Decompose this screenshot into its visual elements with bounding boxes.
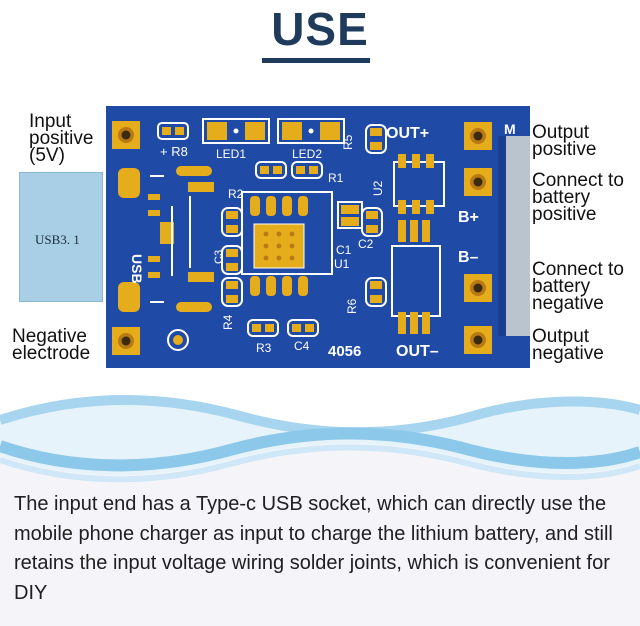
silk-out-minus: OUT– <box>396 343 439 360</box>
chip-mosfet <box>391 220 441 334</box>
silk-r8: + R8 <box>160 144 188 159</box>
label-output-negative: Output negative <box>532 326 604 364</box>
silk-model: 4056 <box>328 343 361 360</box>
pad-output-negative <box>464 326 492 354</box>
pcb-board: + R8 LED1 LED2 R5 OUT+ M R2 R1 U2 B+ B– … <box>106 106 530 373</box>
silk-m: M <box>504 121 516 137</box>
silk-out-plus: OUT+ <box>386 125 429 142</box>
chip-u1 <box>241 191 333 296</box>
description-caption: The input end has a Type-c USB socket, w… <box>14 493 613 604</box>
smd-r1 <box>291 161 323 179</box>
pcb-edge-strip <box>504 136 530 336</box>
pad-battery-positive <box>464 168 492 196</box>
silk-c1: C1 <box>336 243 352 257</box>
silk-r3: R3 <box>256 341 272 355</box>
label-output-positive: Output positive <box>532 122 597 160</box>
pad-negative-electrode <box>112 327 140 355</box>
silk-b-plus: B+ <box>458 209 479 226</box>
smd-r8 <box>157 122 189 140</box>
smd-r6 <box>365 277 387 307</box>
smd-r2-row <box>255 161 287 179</box>
smd-left-pair <box>188 182 214 282</box>
smd-led2 <box>277 118 345 144</box>
label-negative-electrode: Negative electrode <box>12 326 91 364</box>
title-underline <box>262 58 370 63</box>
silk-u1: U1 <box>334 257 350 271</box>
label-battery-negative: Connect to battery negative <box>532 259 624 314</box>
silk-r2: R2 <box>228 187 244 201</box>
smd-c4 <box>287 319 319 337</box>
silk-c4: C4 <box>294 339 310 353</box>
silk-usb: USB <box>129 254 145 284</box>
smd-r5 <box>365 124 387 154</box>
smd-c2 <box>361 207 383 237</box>
silk-r6: R6 <box>345 298 359 314</box>
label-input-positive: Input positive (5V) <box>29 111 94 166</box>
silk-led2: LED2 <box>292 147 322 161</box>
label-battery-positive: Connect to battery positive <box>532 170 624 225</box>
page-title: USE <box>271 3 369 55</box>
usb-connector <box>19 172 103 302</box>
usb-connector-label: USB3. 1 <box>35 232 80 247</box>
smd-led1 <box>202 118 270 144</box>
smd-r4 <box>221 277 243 307</box>
chip-u2 <box>393 154 445 214</box>
silk-c2: C2 <box>358 237 374 251</box>
silk-r4: R4 <box>221 314 235 330</box>
mounting-hole <box>167 329 189 351</box>
silk-r5: R5 <box>341 134 355 150</box>
pad-input-positive <box>112 121 140 149</box>
smd-r3 <box>247 319 279 337</box>
pad-battery-negative <box>464 274 492 302</box>
silk-led1: LED1 <box>216 147 246 161</box>
usb-footprint <box>118 166 212 312</box>
silk-r1: R1 <box>328 171 344 185</box>
silk-c3: C3 <box>213 250 225 264</box>
pad-output-positive <box>464 122 492 150</box>
silk-u2: U2 <box>371 180 385 196</box>
silk-b-minus: B– <box>458 249 479 266</box>
wave-decoration <box>0 395 640 626</box>
